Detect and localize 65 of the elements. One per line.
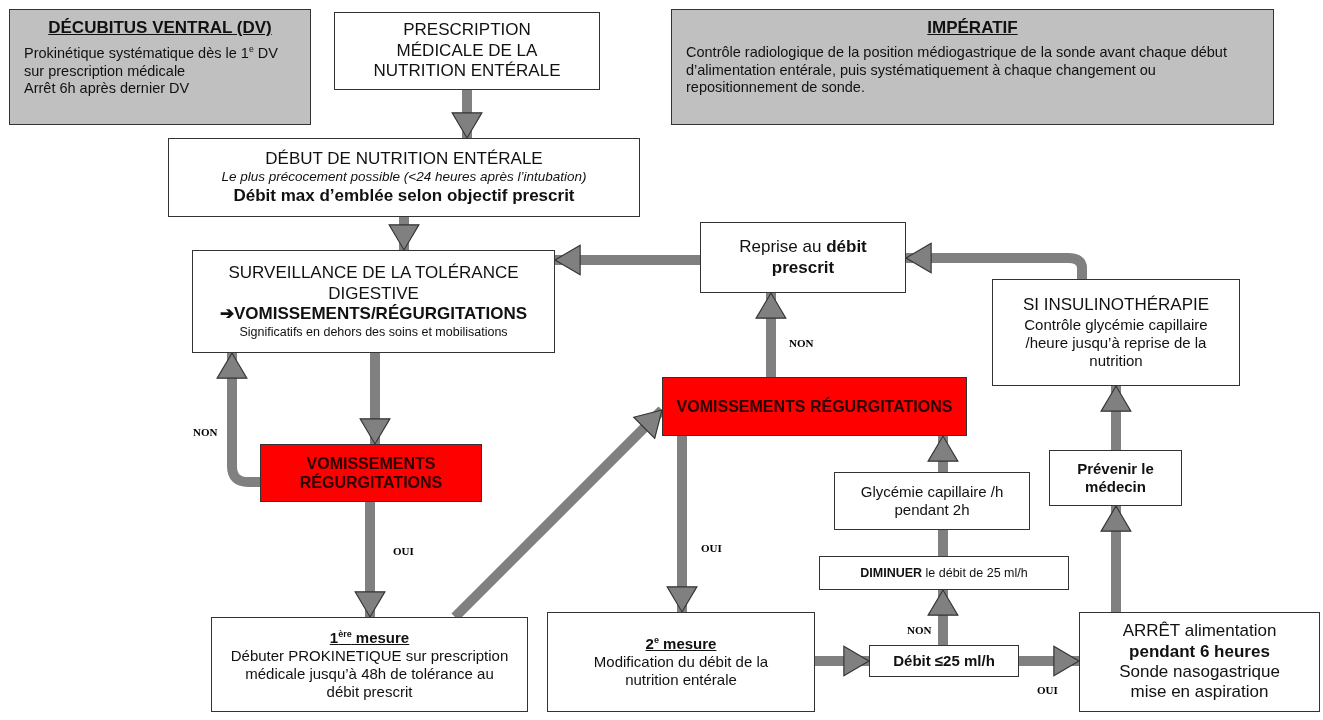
node-text: Sonde nasogastrique mise en aspiration (1118, 662, 1281, 703)
node-text: VOMISSEMENTS RÉGURGITATIONS (676, 396, 953, 417)
process-box (992, 279, 1240, 386)
edge-label: NON (788, 337, 815, 349)
process-box (192, 250, 555, 353)
node-text: Prévenir le médecin (1076, 460, 1155, 496)
process-box (700, 222, 906, 293)
arrow (1100, 505, 1132, 612)
process-box (819, 556, 1069, 590)
node-text: Prokinétique systématique dès le 1$^{e}$ DV sur prescription médicale (24, 44, 279, 80)
arrow (1100, 385, 1132, 450)
node-text: Arrêt 6h après dernier DV (24, 80, 191, 98)
process-box (1049, 450, 1182, 506)
node-text: Modification du débit de la nutrition entérale (592, 653, 770, 689)
node-text: Glycémie capillaire /h pendant 2h (859, 483, 1005, 519)
node-heading: DÉCUBITUS VENTRAL (DV) (47, 18, 273, 39)
arrow (359, 353, 391, 445)
process-box (1079, 612, 1320, 712)
node-text: Débit max d’emblée selon objectif prescrit (233, 185, 575, 206)
process-box (211, 617, 528, 712)
arrow (755, 292, 787, 377)
arrow (905, 242, 1087, 279)
node-text: Le plus précocement possible (<24 heures après l’intubation) (221, 169, 587, 186)
node-heading: 1$^{ère}$ mesure (329, 628, 410, 647)
node-heading: DÉBUT DE NUTRITION ENTÉRALE (265, 149, 543, 170)
decision-box (260, 444, 482, 502)
process-box (547, 612, 815, 712)
arrow (451, 90, 483, 139)
process-box (869, 645, 1019, 677)
node-text: VOMISSEMENTS RÉGURGITATIONS (298, 453, 444, 493)
node-text: Reprise au débit prescrit (738, 237, 868, 278)
decision-box (662, 377, 967, 436)
node-text: DIMINUER le débit de 25 ml/h (860, 565, 1028, 581)
edge-label: OUI (392, 545, 415, 557)
node-text: Débuter PROKINETIQUE sur prescription médicale jusqu’à 48h de tolérance au débit prescrit (229, 646, 510, 701)
node-text: Contrôle radiologique de la position médiogastrique de la sonde avant chaque début d’alimentation entérale, puis systématiquement à chaque changement ou repositionnement de sonde. (686, 44, 1228, 97)
arrow (927, 589, 959, 645)
node-heading: ARRÊT alimentation (1122, 621, 1277, 642)
arrow (666, 436, 698, 613)
node-heading: 2$^{e}$ mesure (645, 635, 717, 653)
node-heading: SI INSULINOTHÉRAPIE (1022, 295, 1210, 316)
process-box (168, 138, 640, 217)
edge-label: NON (192, 426, 219, 438)
arrow (354, 502, 386, 618)
node-text: PRESCRIPTION MÉDICALE DE LA NUTRITION ENTÉRALE (372, 20, 562, 82)
arrow (554, 244, 700, 276)
note-box (671, 9, 1274, 125)
note-box (9, 9, 311, 125)
arrow (388, 217, 420, 251)
node-heading: IMPÉRATIF (926, 18, 1019, 39)
arrow (815, 645, 870, 677)
node-text: Significatifs en dehors des soins et mobilisations (239, 324, 508, 340)
edge-label: OUI (700, 542, 723, 554)
process-box (334, 12, 600, 90)
process-box (834, 472, 1030, 530)
node-heading: SURVEILLANCE DE LA TOLÉRANCE DIGESTIVE (227, 263, 520, 304)
node-text: Contrôle glycémie capillaire /heure jusqu’à reprise de la nutrition (1023, 315, 1209, 370)
edge-label: NON (906, 624, 933, 636)
node-text: pendant 6 heures (1129, 641, 1270, 662)
arrow (927, 435, 959, 472)
arrow (216, 352, 260, 487)
arrow (1019, 645, 1080, 677)
node-text: ➔VOMISSEMENTS/RÉGURGITATIONS (219, 304, 528, 325)
edge-label: OUI (1036, 684, 1059, 696)
node-text: Débit ≤25 ml/h (893, 652, 995, 670)
